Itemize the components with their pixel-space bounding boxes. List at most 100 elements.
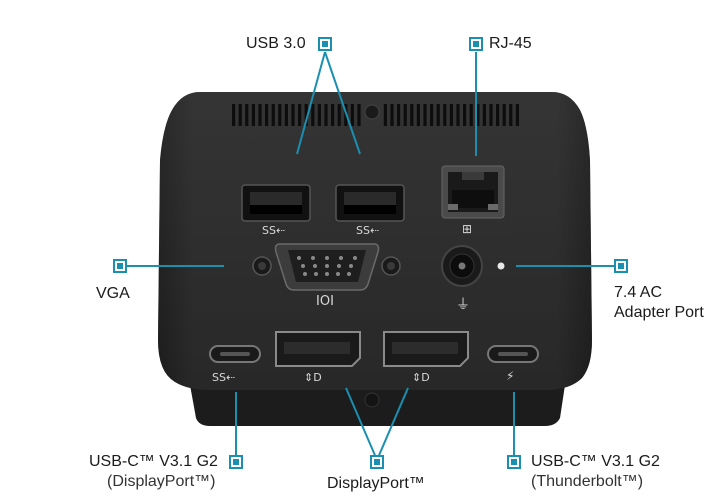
label-usbc-tb: USB-C™ V3.1 G2 (Thunderbolt™)	[531, 452, 660, 492]
power-led	[497, 262, 505, 270]
vent-slot	[496, 104, 500, 126]
vent-slot	[403, 104, 407, 126]
label-power-line2: Adapter Port	[614, 304, 704, 321]
vent-slot	[337, 104, 341, 126]
vent-slot	[284, 104, 288, 126]
vent-slot	[443, 104, 447, 126]
vent-slot	[350, 104, 354, 126]
callout-marker-usbc-dp	[229, 455, 243, 469]
vent-slot	[430, 104, 434, 126]
vent-slot	[410, 104, 414, 126]
callout-marker-usbc-tb	[507, 455, 521, 469]
vga-pin	[349, 264, 353, 268]
vent-slot	[456, 104, 460, 126]
vent-slot	[251, 104, 255, 126]
vent-slot	[324, 104, 328, 126]
vga-pin	[325, 264, 329, 268]
label-rj45: RJ-45	[489, 35, 532, 52]
vent-slot	[298, 104, 302, 126]
usb-ss-icon-left: SS⇠	[262, 224, 286, 237]
usb-a-port-left	[241, 184, 311, 222]
label-displayport: DisplayPort™	[327, 475, 425, 492]
vent-slot	[476, 104, 480, 126]
vent-slot	[482, 104, 486, 126]
vga-pin	[297, 256, 301, 260]
vent-slot	[245, 104, 249, 126]
label-usbc-dp: USB-C™ V3.1 G2 (DisplayPort™)	[89, 452, 218, 492]
label-power: 7.4 AC Adapter Port	[614, 283, 704, 323]
vent-slot	[331, 104, 335, 126]
usb-a-port-right	[335, 184, 405, 222]
vga-pin	[353, 256, 357, 260]
callout-marker-displayport	[370, 455, 384, 469]
vent-slot	[509, 104, 513, 126]
vga-pin	[336, 272, 340, 276]
callout-marker-power	[614, 259, 628, 273]
vga-pin	[325, 256, 329, 260]
power-port	[441, 245, 505, 287]
vga-symbol-icon: IOI	[316, 294, 334, 309]
callout-lines	[120, 51, 618, 461]
vent-slot	[416, 104, 420, 126]
vent-grille	[232, 104, 519, 126]
usb-c-port-left	[209, 345, 261, 363]
label-usb30: USB 3.0	[246, 35, 306, 52]
vent-slot	[390, 104, 394, 126]
base-screw	[364, 392, 380, 408]
vent-slot	[469, 104, 473, 126]
displayport-left	[275, 331, 361, 367]
label-usbc-dp-line1: USB-C™ V3.1 G2	[89, 453, 218, 470]
vent-slot	[383, 104, 387, 126]
top-screw	[364, 104, 380, 120]
vent-slot	[278, 104, 282, 126]
dock-base	[190, 385, 565, 426]
vent-slot	[397, 104, 401, 126]
vent-slot	[291, 104, 295, 126]
network-icon: ⊞	[462, 222, 473, 236]
rj45-port	[441, 165, 505, 219]
displayport-right	[383, 331, 469, 367]
vga-port	[252, 243, 401, 291]
label-usbc-tb-line1: USB-C™ V3.1 G2	[531, 453, 660, 470]
vent-slot	[238, 104, 242, 126]
vent-slot	[258, 104, 262, 126]
callout-marker-usb30	[318, 37, 332, 51]
vent-slot	[265, 104, 269, 126]
vent-slot	[489, 104, 493, 126]
vent-slot	[449, 104, 453, 126]
vga-pin	[339, 256, 343, 260]
usb-c-port-right	[487, 345, 539, 363]
power-plug-icon: ⏚	[456, 297, 470, 313]
callout-marker-vga	[113, 259, 127, 273]
vga-pin	[347, 272, 351, 276]
vga-pin	[301, 264, 305, 268]
vent-slot	[311, 104, 315, 126]
vga-pin	[303, 272, 307, 276]
label-power-line1: 7.4 AC	[614, 284, 663, 301]
vga-pin	[314, 272, 318, 276]
dp-symbol-icon-left: ⇕D	[304, 371, 322, 384]
thunderbolt-icon: ⚡	[506, 369, 515, 383]
vent-slot	[515, 104, 519, 126]
vent-slot	[232, 104, 236, 126]
vga-pin	[325, 272, 329, 276]
vga-pin	[311, 256, 315, 260]
vga-pin	[337, 264, 341, 268]
dp-symbol-icon-right: ⇕D	[412, 371, 430, 384]
label-usbc-tb-line2: (Thunderbolt™)	[531, 473, 644, 490]
vent-slot	[317, 104, 321, 126]
vent-slot	[436, 104, 440, 126]
vent-slot	[357, 104, 361, 126]
vent-slot	[502, 104, 506, 126]
label-usbc-dp-line2: (DisplayPort™)	[107, 473, 216, 490]
vga-pin	[313, 264, 317, 268]
callout-marker-rj45	[469, 37, 483, 51]
label-vga: VGA	[96, 285, 130, 302]
vent-slot	[271, 104, 275, 126]
vent-slot	[463, 104, 467, 126]
usb-ss-dp-icon: SS⇠	[212, 371, 236, 384]
vent-slot	[423, 104, 427, 126]
vent-slot	[304, 104, 308, 126]
